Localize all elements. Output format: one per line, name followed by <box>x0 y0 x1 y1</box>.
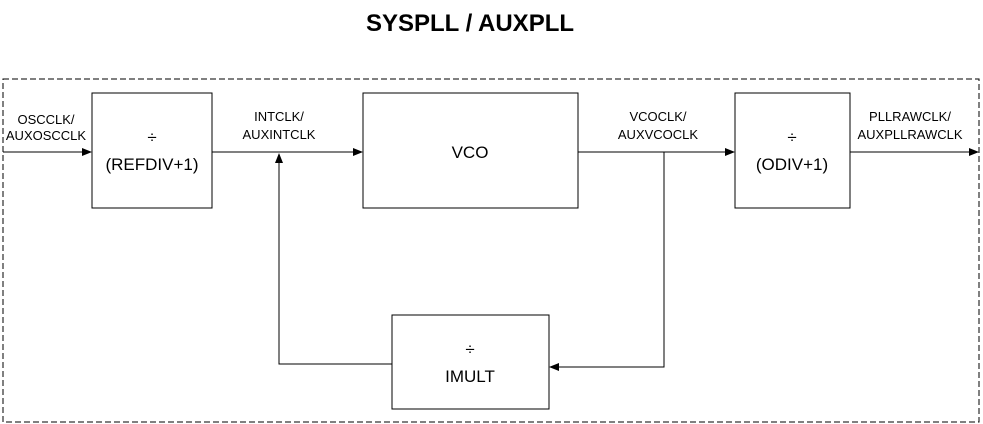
refdiv-label: (REFDIV+1) <box>105 155 198 174</box>
imult-divide-symbol: ÷ <box>465 340 474 359</box>
odiv-label: (ODIV+1) <box>756 155 828 174</box>
vcoclk-arrow-icon <box>725 148 735 156</box>
odiv-divider-block <box>734 92 851 209</box>
imult-divider-block <box>391 314 550 410</box>
feedback-into-intclk-arrow-icon <box>275 153 283 163</box>
int-signal-label-line2: AUXINTCLK <box>243 127 316 142</box>
vco-label: VCO <box>452 143 489 162</box>
output-signal-label-line2: AUXPLLRAWCLK <box>858 127 963 142</box>
intclk-arrow-icon <box>353 148 363 156</box>
imult-feedback-wire <box>278 162 392 365</box>
vco-feedback-wire <box>558 152 665 368</box>
diagram-title: SYSPLL / AUXPLL <box>366 10 574 37</box>
feedback-into-imult-arrow-icon <box>549 363 559 371</box>
output-arrow-icon <box>969 148 979 156</box>
refdiv-divide-symbol: ÷ <box>147 128 156 147</box>
vco-block <box>362 92 579 209</box>
int-signal-label-line1: INTCLK/ <box>254 109 304 124</box>
odiv-divide-symbol: ÷ <box>787 128 796 147</box>
vco-signal-label-line2: AUXVCOCLK <box>618 127 699 142</box>
vco-signal-label-line1: VCOCLK/ <box>629 109 686 124</box>
input-arrow-icon <box>82 148 92 156</box>
imult-label: IMULT <box>445 367 495 386</box>
input-signal-label-line2: AUXOSCCLK <box>6 128 87 143</box>
refdiv-divider-block <box>91 92 213 209</box>
output-signal-label-line1: PLLRAWCLK/ <box>869 109 951 124</box>
input-signal-label-line1: OSCCLK/ <box>17 112 74 127</box>
pll-boundary <box>2 78 980 423</box>
